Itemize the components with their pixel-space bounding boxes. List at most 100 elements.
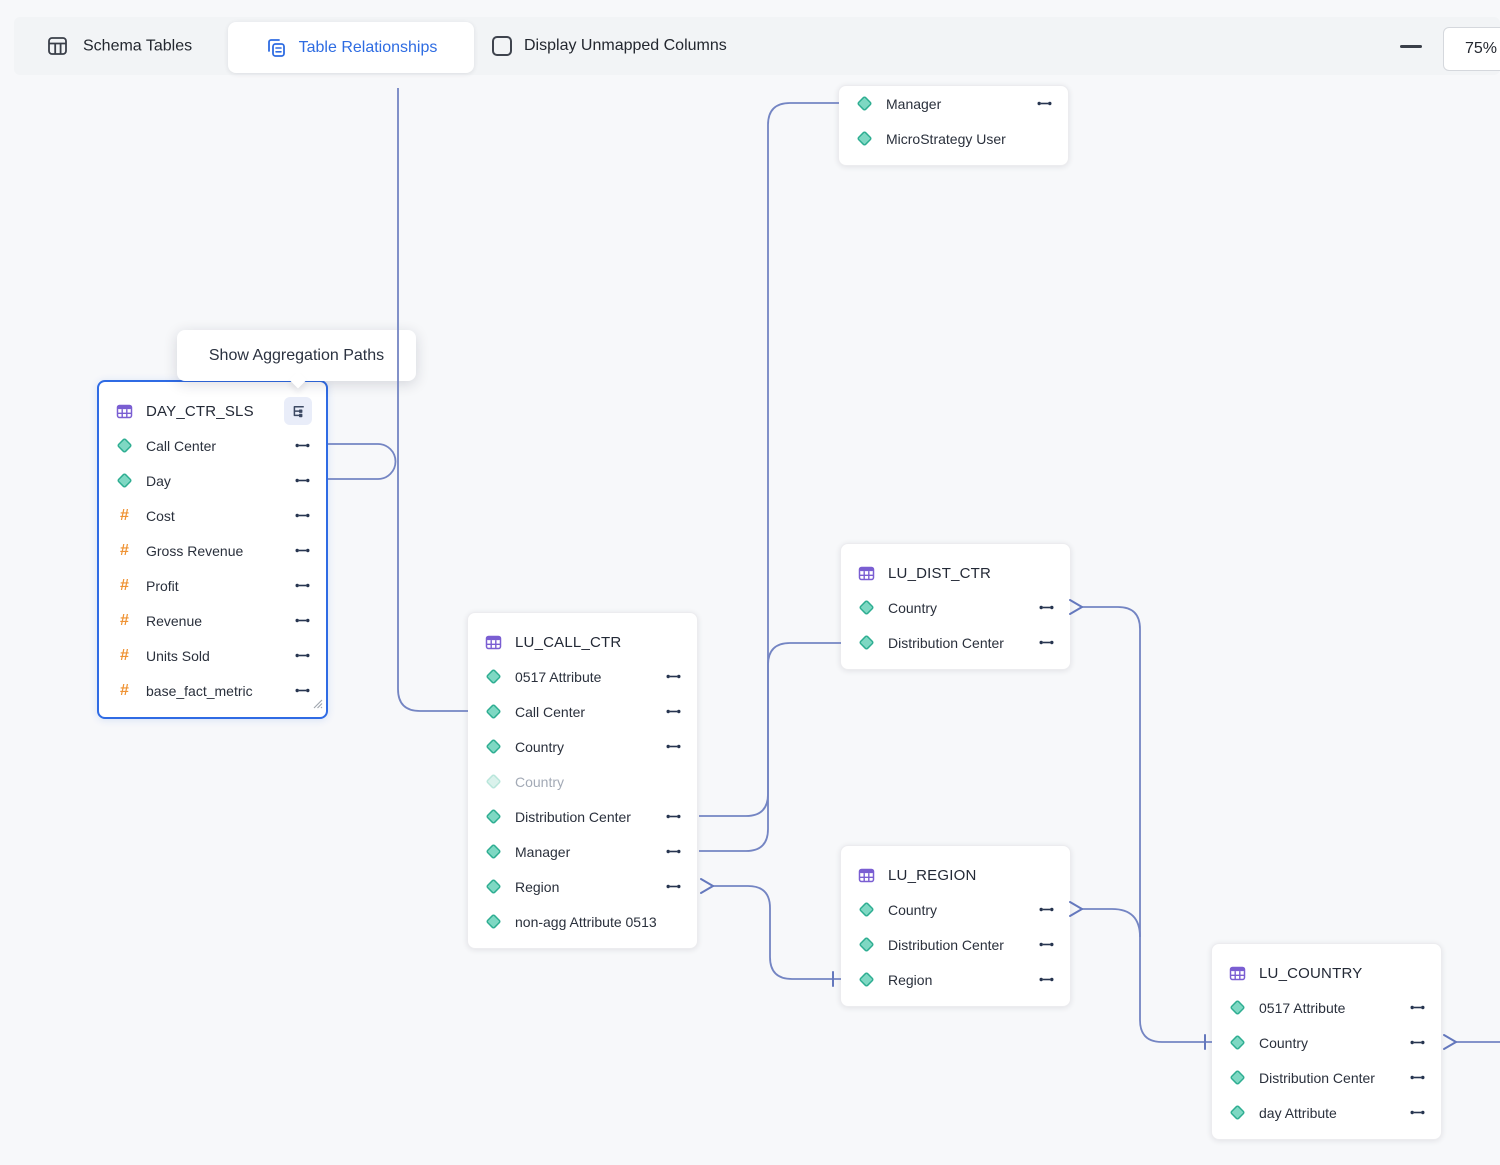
attribute-icon <box>486 739 501 754</box>
table-row[interactable]: #Gross Revenue <box>99 533 326 568</box>
table-row[interactable]: Distribution Center <box>841 927 1070 962</box>
column-mapping-indicator <box>295 476 310 485</box>
column-mapping-indicator <box>666 742 681 751</box>
table-card-header[interactable]: LU_CALL_CTR <box>468 625 697 659</box>
arrowhead-country-right <box>1443 1034 1457 1050</box>
column-label: Day <box>146 472 171 489</box>
column-mapping-icon <box>666 814 681 819</box>
table-title: LU_DIST_CTR <box>888 564 992 582</box>
table-row[interactable]: Call Center <box>99 428 326 463</box>
table-card-header[interactable]: DAY_CTR_SLS <box>99 394 326 428</box>
table-row[interactable]: Region <box>468 869 697 904</box>
card-resize-handle[interactable] <box>312 696 323 714</box>
table-row[interactable]: day Attribute <box>1212 1095 1441 1130</box>
table-card-header[interactable]: LU_COUNTRY <box>1212 956 1441 990</box>
attribute-icon <box>486 844 501 859</box>
connector-distcenter <box>699 642 841 817</box>
schema-tables-icon <box>48 37 67 55</box>
table-row[interactable]: Day <box>99 463 326 498</box>
table-row[interactable]: MicroStrategy User <box>839 121 1068 156</box>
table-row[interactable]: Country <box>1212 1025 1441 1060</box>
table-row[interactable]: #Units Sold <box>99 638 326 673</box>
table-row[interactable]: # Profit <box>99 568 326 603</box>
column-label: Country <box>1259 1034 1309 1051</box>
attribute-icon <box>1230 1035 1245 1050</box>
fact-icon: # <box>120 647 129 664</box>
attribute-icon <box>859 600 874 615</box>
column-mapping-icon <box>1039 640 1054 645</box>
table-row[interactable]: Call Center <box>468 694 697 729</box>
column-mapping-icon <box>295 688 310 693</box>
table-row[interactable]: Country <box>841 590 1070 625</box>
column-label: Distribution Center <box>515 808 631 825</box>
column-mapping-icon <box>1039 907 1054 912</box>
display-unmapped-toggle[interactable]: Display Unmapped Columns <box>492 36 727 56</box>
column-label: Profit <box>146 577 179 594</box>
attribute-icon <box>117 438 132 453</box>
table-row[interactable]: Distribution Center <box>841 625 1070 660</box>
table-card-header[interactable]: LU_DIST_CTR <box>841 556 1070 590</box>
column-mapping-icon <box>1039 942 1054 947</box>
table-row[interactable]: Country <box>468 764 697 799</box>
column-mapping-indicator <box>1039 905 1054 914</box>
table-icon <box>858 868 875 882</box>
table-row[interactable]: #base_fact_metric <box>99 673 326 708</box>
table-row[interactable]: Manager <box>839 86 1068 121</box>
table-relationships-button[interactable]: Table Relationships <box>228 22 474 73</box>
table-row[interactable]: Region <box>841 962 1070 997</box>
column-mapping-indicator <box>1039 940 1054 949</box>
table-title: LU_REGION <box>888 866 977 884</box>
column-mapping-icon <box>666 744 681 749</box>
column-mapping-icon <box>1410 1005 1425 1010</box>
table-row[interactable]: non-agg Attribute 0513 <box>468 904 697 939</box>
table-row[interactable]: # Cost <box>99 498 326 533</box>
column-label: Cost <box>146 507 175 524</box>
column-mapping-indicator <box>1410 1108 1425 1117</box>
fact-icon: # <box>120 507 129 524</box>
fact-icon: # <box>120 577 129 594</box>
column-label: Call Center <box>146 437 217 454</box>
table-card-header[interactable]: LU_REGION <box>841 858 1070 892</box>
minus-icon <box>1400 44 1422 48</box>
table-row[interactable]: Manager <box>468 834 697 869</box>
table-row[interactable]: #Revenue <box>99 603 326 638</box>
table-row[interactable]: Country <box>841 892 1070 927</box>
table-row[interactable]: 0517 Attribute <box>468 659 697 694</box>
show-aggregation-paths-button[interactable] <box>284 397 312 425</box>
zoom-out-button[interactable] <box>1396 31 1426 61</box>
column-mapping-icon <box>295 443 310 448</box>
attribute-icon <box>486 704 501 719</box>
column-label: Distribution Center <box>888 936 1004 953</box>
column-mapping-icon <box>1037 101 1052 106</box>
attribute-icon <box>117 473 132 488</box>
connector-distctr-country <box>1082 606 1212 1043</box>
column-mapping-indicator <box>1039 638 1054 647</box>
table-icon <box>858 566 875 580</box>
column-label: base_fact_metric <box>146 682 253 699</box>
table-row[interactable]: 0517 Attribute <box>1212 990 1441 1025</box>
column-mapping-icon <box>295 478 310 483</box>
column-label: day Attribute <box>1259 1104 1337 1121</box>
table-row[interactable]: Distribution Center <box>1212 1060 1441 1095</box>
schema-tables-button[interactable]: Schema Tables <box>47 36 192 57</box>
table-row[interactable]: Distribution Center <box>468 799 697 834</box>
table-relationships-label: Table Relationships <box>298 38 438 56</box>
table-row[interactable]: Country <box>468 729 697 764</box>
attribute-icon <box>486 914 501 929</box>
toolbar: Schema Tables Table Relationships Displa… <box>14 17 1500 75</box>
arrowhead-region-country <box>1069 901 1083 917</box>
display-unmapped-checkbox[interactable] <box>492 36 512 56</box>
column-mapping-icon <box>666 884 681 889</box>
column-label: Country <box>888 599 938 616</box>
column-mapping-icon <box>1410 1110 1425 1115</box>
column-mapping-icon <box>666 849 681 854</box>
column-mapping-indicator <box>1039 975 1054 984</box>
table-title: LU_COUNTRY <box>1259 964 1363 982</box>
zoom-level-display[interactable]: 75% <box>1443 27 1500 71</box>
